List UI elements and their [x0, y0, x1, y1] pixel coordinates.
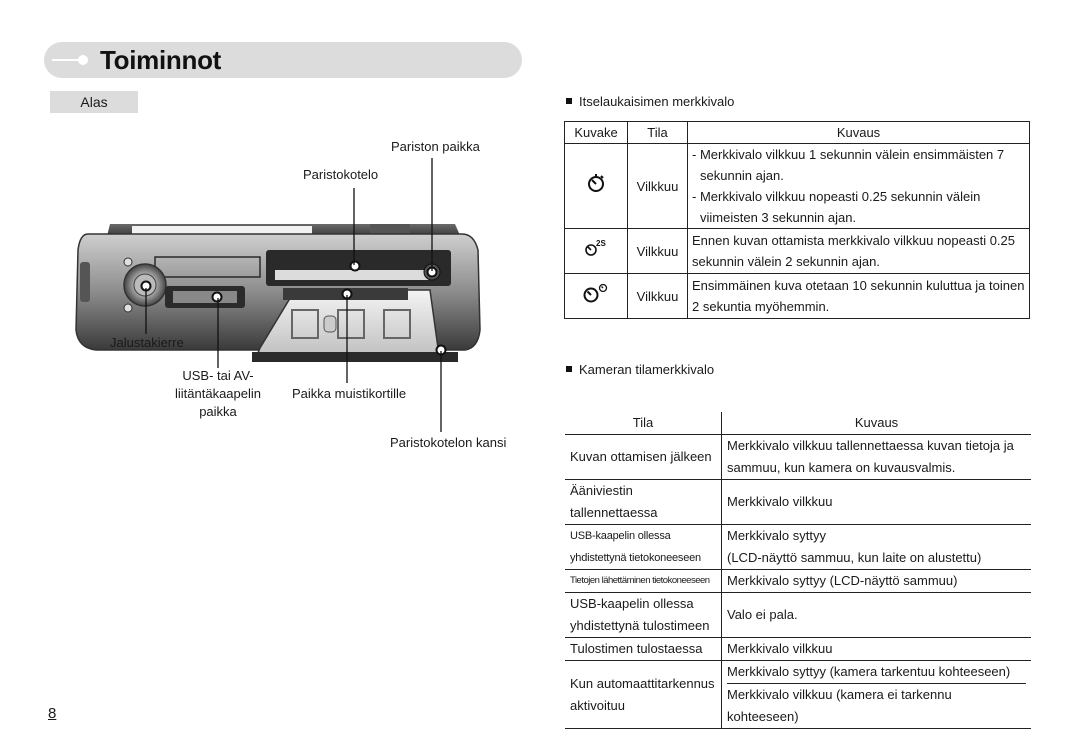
- table-row: Ääniviestin tallennettaessa Merkkivalo v…: [565, 479, 1031, 525]
- description-cell: Merkkivalo vilkkuu: [721, 479, 1031, 525]
- state-cell: Kuvan ottamisen jälkeen: [565, 434, 722, 480]
- state-cell: Vilkkuu: [627, 143, 688, 229]
- description-cell: Merkkivalo syttyy (LCD-näyttö sammuu): [721, 569, 1031, 593]
- label-tripod-socket: Jalustakierre: [110, 335, 184, 350]
- svg-text:2S: 2S: [596, 239, 606, 248]
- table-row: Kuvan ottamisen jälkeen Merkkivalo vilkk…: [565, 434, 1031, 480]
- bullet-square-icon: [566, 366, 572, 372]
- double-self-timer-icon: [564, 273, 628, 319]
- header-dot-decoration: [78, 55, 88, 65]
- label-compartment-cover: Paristokotelon kansi: [390, 435, 507, 450]
- column-header: Tila: [565, 412, 722, 435]
- status-section-title: Kameran tilamerkkivalo: [566, 362, 714, 378]
- description-cell: Merkkivalo vilkkuu: [721, 637, 1031, 661]
- header-line-decoration: [52, 59, 82, 61]
- view-tag: Alas: [50, 91, 138, 113]
- column-header: Tila: [627, 121, 688, 144]
- state-cell: USB-kaapelin ollessa yhdistettynä tulost…: [565, 592, 722, 638]
- status-table: Tila Kuvaus Kuvan ottamisen jälkeen Merk…: [565, 412, 1031, 729]
- table-header-row: Tila Kuvaus: [565, 412, 1031, 435]
- description-cell: Valo ei pala.: [721, 592, 1031, 638]
- table-header-row: Kuvake Tila Kuvaus: [564, 121, 1030, 144]
- self-timer-2s-icon: 2S: [564, 228, 628, 274]
- table-row: Vilkkuu Ensimmäinen kuva otetaan 10 seku…: [564, 273, 1030, 319]
- label-battery-slot: Pariston paikka: [391, 139, 480, 154]
- self-timer-section-title: Itselaukaisimen merkkivalo: [566, 94, 734, 110]
- page-title: Toiminnot: [100, 45, 222, 75]
- label-usb-av-port: USB- tai AV- liitäntäkaapelin paikka: [174, 368, 261, 419]
- table-row: Vilkkuu - Merkkivalo vilkkuu 1 sekunnin …: [564, 143, 1030, 229]
- page-number: 8: [48, 705, 57, 722]
- state-cell: Tulostimen tulostaessa: [565, 637, 722, 661]
- description-cell: Ennen kuvan ottamista merkkivalo vilkkuu…: [687, 228, 1030, 274]
- table-row: USB-kaapelin ollessa yhdistettynä tietok…: [565, 524, 1031, 570]
- bullet-square-icon: [566, 98, 572, 104]
- state-cell: Ääniviestin tallennettaessa: [565, 479, 722, 525]
- table-row: Tietojen lähettäminen tietokoneeseen Mer…: [565, 569, 1031, 593]
- self-timer-icon: [564, 143, 628, 229]
- state-cell: USB-kaapelin ollessa yhdistettynä tietok…: [565, 524, 722, 570]
- diagram-leader-lines: [145, 158, 442, 432]
- column-header: Kuvaus: [687, 121, 1030, 144]
- label-battery-compartment: Paristokotelo: [303, 167, 379, 182]
- description-cell: Ensimmäinen kuva otetaan 10 sekunnin kul…: [687, 273, 1030, 319]
- description-cell: Merkkivalo vilkkuu tallennettaessa kuvan…: [721, 434, 1031, 480]
- state-cell: Vilkkuu: [627, 273, 688, 319]
- description-cell: Merkkivalo syttyy (kamera tarkentuu koht…: [721, 660, 1031, 729]
- header-bar: [44, 42, 522, 78]
- table-row: Tulostimen tulostaessa Merkkivalo vilkku…: [565, 637, 1031, 661]
- state-cell: Kun automaattitarkennus aktivoituu: [565, 660, 722, 729]
- state-cell: Vilkkuu: [627, 228, 688, 274]
- table-row: 2S Vilkkuu Ennen kuvan ottamista merkkiv…: [564, 228, 1030, 274]
- column-header: Kuvake: [564, 121, 628, 144]
- table-row: Kun automaattitarkennus aktivoituu Merkk…: [565, 660, 1031, 729]
- table-row: USB-kaapelin ollessa yhdistettynä tulost…: [565, 592, 1031, 638]
- description-cell: Merkkivalo syttyy (LCD-näyttö sammuu, ku…: [721, 524, 1031, 570]
- column-header: Kuvaus: [721, 412, 1031, 435]
- camera-bottom-illustration: [75, 224, 481, 362]
- self-timer-table: Kuvake Tila Kuvaus Vilkkuu - Merkkivalo …: [564, 121, 1030, 319]
- description-cell: - Merkkivalo vilkkuu 1 sekunnin välein e…: [687, 143, 1030, 229]
- label-memory-card-slot: Paikka muistikortille: [292, 386, 407, 401]
- state-cell: Tietojen lähettäminen tietokoneeseen: [565, 569, 722, 593]
